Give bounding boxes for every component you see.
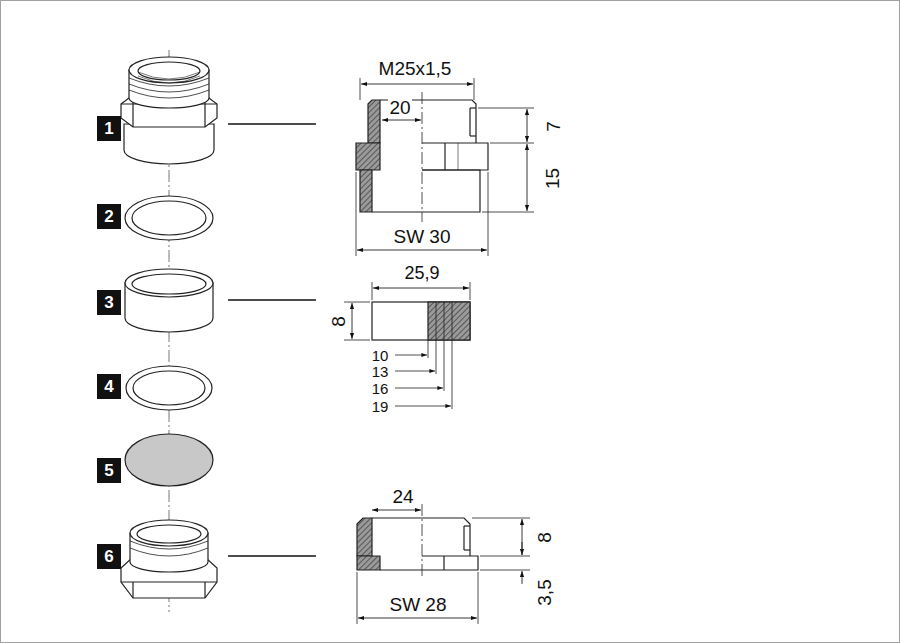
dimension-label: 7 — [543, 120, 562, 133]
dimension-label: 25,9 — [403, 264, 440, 282]
callout-box: 1 — [97, 116, 121, 141]
callout-box: 2 — [97, 204, 121, 229]
callout-number: 3 — [104, 294, 113, 311]
callout-box: 3 — [97, 290, 121, 315]
callout-box: 5 — [97, 458, 121, 483]
callout-number: 6 — [104, 548, 113, 565]
dimension-label: 19 — [371, 399, 390, 414]
dimension-label: 10 — [371, 348, 390, 363]
dimension-label: 15 — [543, 166, 562, 189]
callout-number: 2 — [104, 208, 113, 225]
callout-box: 6 — [97, 544, 121, 569]
callout-number: 1 — [104, 120, 113, 137]
dimension-label: M25x1,5 — [378, 59, 453, 78]
dimension-label: SW 30 — [392, 227, 451, 246]
callout-number: 4 — [104, 378, 113, 395]
callout-number: 5 — [104, 462, 113, 479]
dimension-label: 20 — [388, 98, 411, 117]
callout-box: 4 — [97, 374, 121, 399]
dimension-label: SW 28 — [388, 595, 447, 614]
dimension-label: 8 — [534, 531, 553, 544]
dimension-label: 13 — [371, 364, 390, 379]
dimension-label: 16 — [371, 381, 390, 396]
dimension-label: 8 — [328, 315, 347, 328]
dimension-label: 24 — [391, 487, 414, 506]
dimension-label: 3,5 — [534, 578, 553, 606]
